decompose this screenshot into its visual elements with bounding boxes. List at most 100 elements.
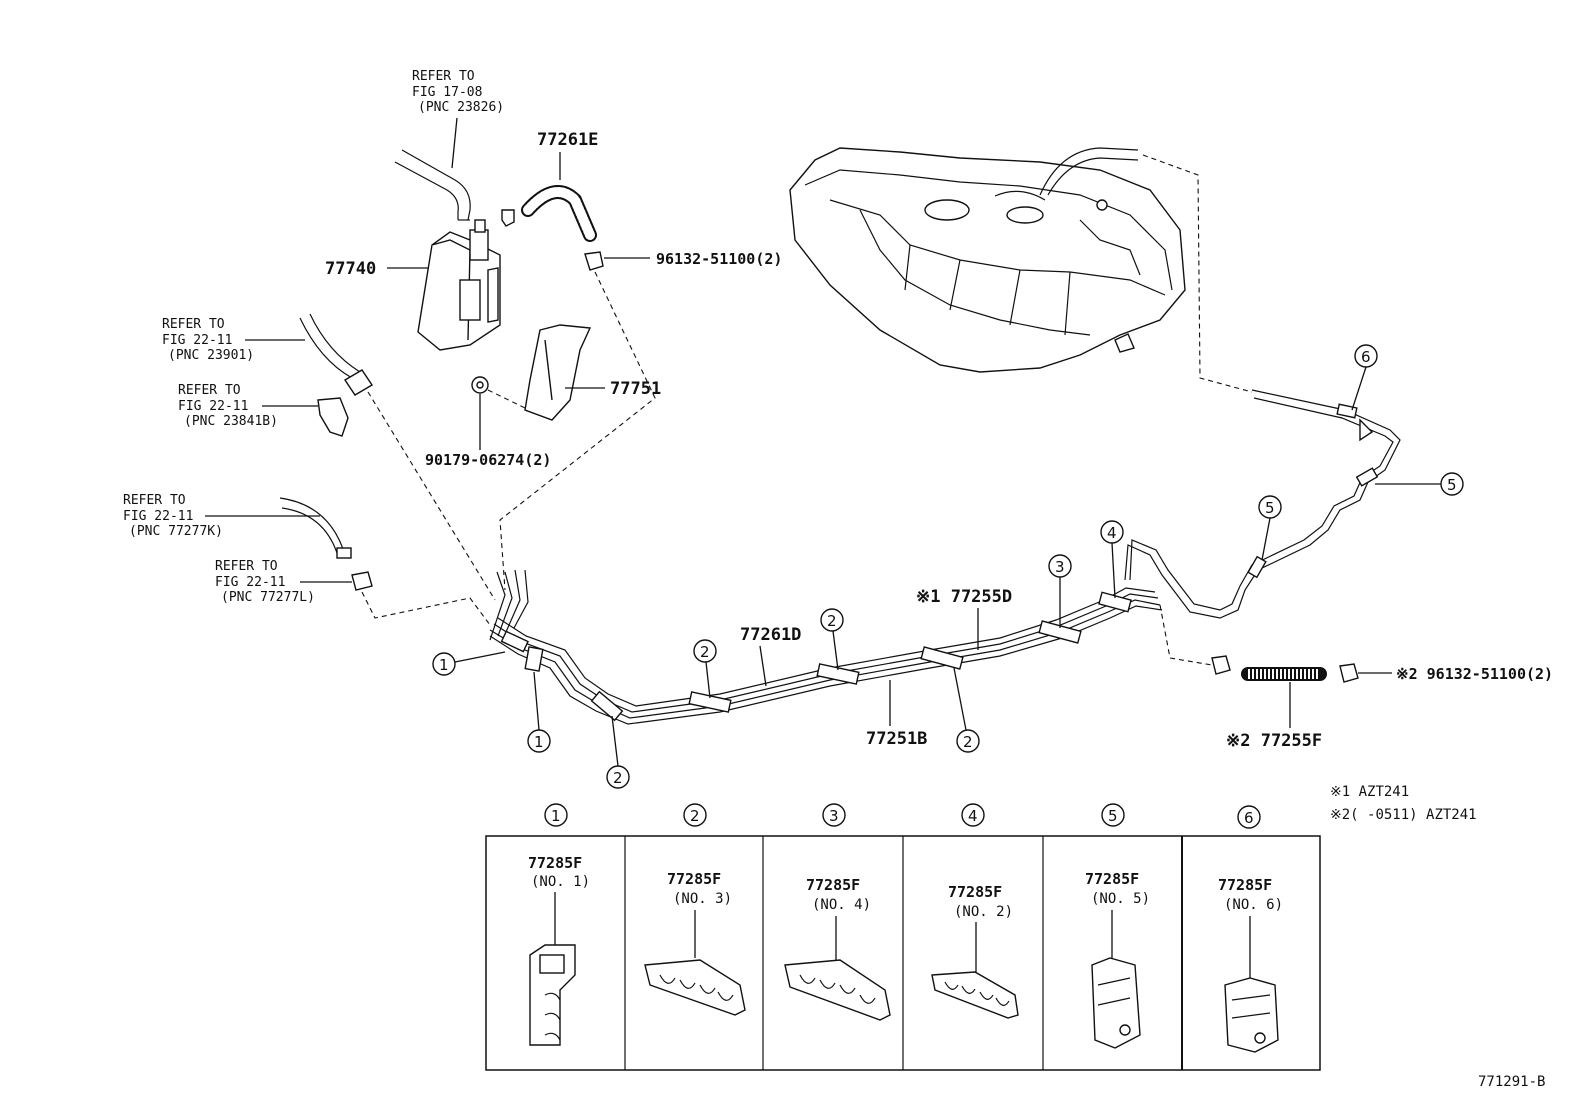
clamp-4-location	[1098, 591, 1132, 613]
part-label-96132[interactable]: 96132-51100(2)	[656, 250, 782, 268]
fuel-line-right-2	[1129, 397, 1394, 611]
ref-text: (PNC 23826)	[418, 100, 504, 115]
clamp-5-location-b	[1247, 555, 1267, 579]
clip	[1211, 655, 1231, 675]
leader-line	[451, 117, 458, 169]
part-label-90179[interactable]: 90179-06274(2)	[425, 451, 551, 469]
clamp-1-location-a	[500, 630, 529, 653]
clamp-cell-3[interactable]: 3 77285F (NO. 4)	[784, 803, 891, 1021]
ref-fig-22-11-23841B[interactable]: REFER TO FIG 22-11 (PNC 23841B)	[178, 383, 278, 429]
line-bend-marker	[1359, 418, 1374, 442]
svg-text:1: 1	[534, 733, 544, 751]
callout-1-a[interactable]: 1	[432, 652, 456, 676]
connector	[344, 369, 373, 396]
figure-id: 771291-B	[1478, 1074, 1545, 1090]
leader-line	[953, 667, 967, 731]
callout-4[interactable]: 4	[1100, 520, 1124, 544]
clamp-cell-2[interactable]: 2 77285F (NO. 3)	[644, 803, 746, 1016]
svg-text:6: 6	[1244, 809, 1254, 827]
part-label-77255F[interactable]: ※2 77255F	[1226, 731, 1322, 751]
clamp-cell-5[interactable]: 5 77285F (NO. 5)	[1085, 803, 1150, 1049]
clamp-no1-icon	[529, 944, 576, 1046]
ref-text: REFER TO	[162, 317, 225, 332]
ref-text: REFER TO	[412, 69, 475, 84]
clamp-legend-table	[485, 835, 1321, 1071]
hose-pipe	[394, 149, 471, 221]
svg-text:3: 3	[1055, 558, 1065, 576]
callout-2-a[interactable]: 2	[606, 765, 630, 789]
clamp-5-location-a	[1355, 467, 1379, 487]
part-label-77740[interactable]: 77740	[325, 259, 376, 279]
dashed-connection	[1159, 604, 1213, 666]
nut-hole	[476, 381, 484, 389]
ref-text: FIG 22-11	[123, 509, 193, 524]
callout-2-d[interactable]: 2	[956, 729, 980, 753]
hose-77261E-texture	[523, 187, 595, 240]
svg-text:2: 2	[690, 807, 700, 825]
svg-text:4: 4	[1107, 524, 1117, 542]
dashed-connection	[499, 271, 656, 591]
part-label-77261E[interactable]: 77261E	[537, 130, 598, 150]
callout-1-b[interactable]: 1	[527, 729, 551, 753]
clamp-no4-icon	[784, 959, 891, 1021]
clamp-no5-icon	[1091, 957, 1141, 1049]
callout-2-b[interactable]: 2	[693, 639, 717, 663]
svg-text:4: 4	[968, 807, 978, 825]
ref-text: FIG 22-11	[215, 575, 285, 590]
svg-text:5: 5	[1108, 807, 1118, 825]
clamp-sub-label: (NO. 3)	[673, 891, 732, 907]
callout-group: 1 1 2 2 2 2 3 4 5 5 6	[432, 344, 1464, 789]
clamp-sub-label: (NO. 1)	[531, 874, 590, 890]
callout-5-b[interactable]: 5	[1440, 472, 1464, 496]
svg-text:2: 2	[613, 769, 623, 787]
part-label-77751[interactable]: 77751	[610, 379, 661, 399]
clamp-part-number: 77285F	[1218, 876, 1272, 894]
ref-fig-22-11-77277K[interactable]: REFER TO FIG 22-11 (PNC 77277K)	[123, 493, 223, 539]
svg-text:2: 2	[963, 733, 973, 751]
ref-text: FIG 17-08	[412, 85, 482, 100]
ref-fig-22-11-23901[interactable]: REFER TO FIG 22-11 (PNC 23901)	[162, 317, 254, 363]
leader-line	[454, 651, 506, 663]
callout-5-a[interactable]: 5	[1258, 495, 1282, 519]
dashed-connection	[1142, 154, 1253, 393]
clamp-no2-icon	[931, 971, 1019, 1019]
svg-text:2: 2	[827, 612, 837, 630]
ref-text: REFER TO	[215, 559, 278, 574]
clamp-sub-label: (NO. 6)	[1224, 897, 1283, 913]
tank-hose	[1039, 147, 1139, 196]
part-label-77255D[interactable]: ※1 77255D	[916, 587, 1012, 607]
clamp-part-number: 77285F	[528, 854, 582, 872]
clamp-cell-6[interactable]: 6 77285F (NO. 6)	[1218, 805, 1283, 1053]
dashed-connection	[367, 391, 496, 601]
dashed-connection	[361, 591, 491, 626]
svg-text:3: 3	[829, 807, 839, 825]
clamp-cell-1[interactable]: 1 77285F (NO. 1)	[528, 803, 590, 1046]
connector	[351, 571, 373, 591]
ref-text: FIG 22-11	[178, 399, 248, 414]
callout-6[interactable]: 6	[1354, 344, 1378, 368]
ref-text: (PNC 77277L)	[221, 590, 315, 605]
ref-fig-17-08[interactable]: REFER TO FIG 17-08 (PNC 23826)	[412, 69, 504, 115]
clamp-2-location-a	[590, 690, 624, 722]
leader-line	[832, 630, 839, 671]
part-label-77251B[interactable]: 77251B	[866, 729, 927, 749]
note-2: ※2( -0511) AZT241	[1330, 807, 1477, 823]
clamp-no6-icon	[1224, 977, 1279, 1053]
clamp-sub-label: (NO. 2)	[954, 904, 1013, 920]
hose-pipe	[299, 313, 361, 379]
ref-fig-22-11-77277L[interactable]: REFER TO FIG 22-11 (PNC 77277L)	[215, 559, 315, 605]
clip	[501, 209, 515, 227]
ref-text: FIG 22-11	[162, 333, 232, 348]
clamp-6-location	[1336, 403, 1358, 419]
clamp-3-location	[1038, 620, 1082, 644]
clamp-1-location-b	[524, 646, 544, 672]
leader-line	[611, 715, 619, 767]
part-label-77261D[interactable]: 77261D	[740, 625, 801, 645]
callout-3[interactable]: 3	[1048, 554, 1072, 578]
clamp-cell-4[interactable]: 4 77285F (NO. 2)	[931, 803, 1019, 1019]
leader-line	[1261, 517, 1271, 561]
leader-line	[1351, 366, 1367, 411]
leader-line	[759, 645, 767, 687]
part-label-96132-b[interactable]: ※2 96132-51100(2)	[1396, 665, 1553, 683]
callout-2-c[interactable]: 2	[820, 608, 844, 632]
